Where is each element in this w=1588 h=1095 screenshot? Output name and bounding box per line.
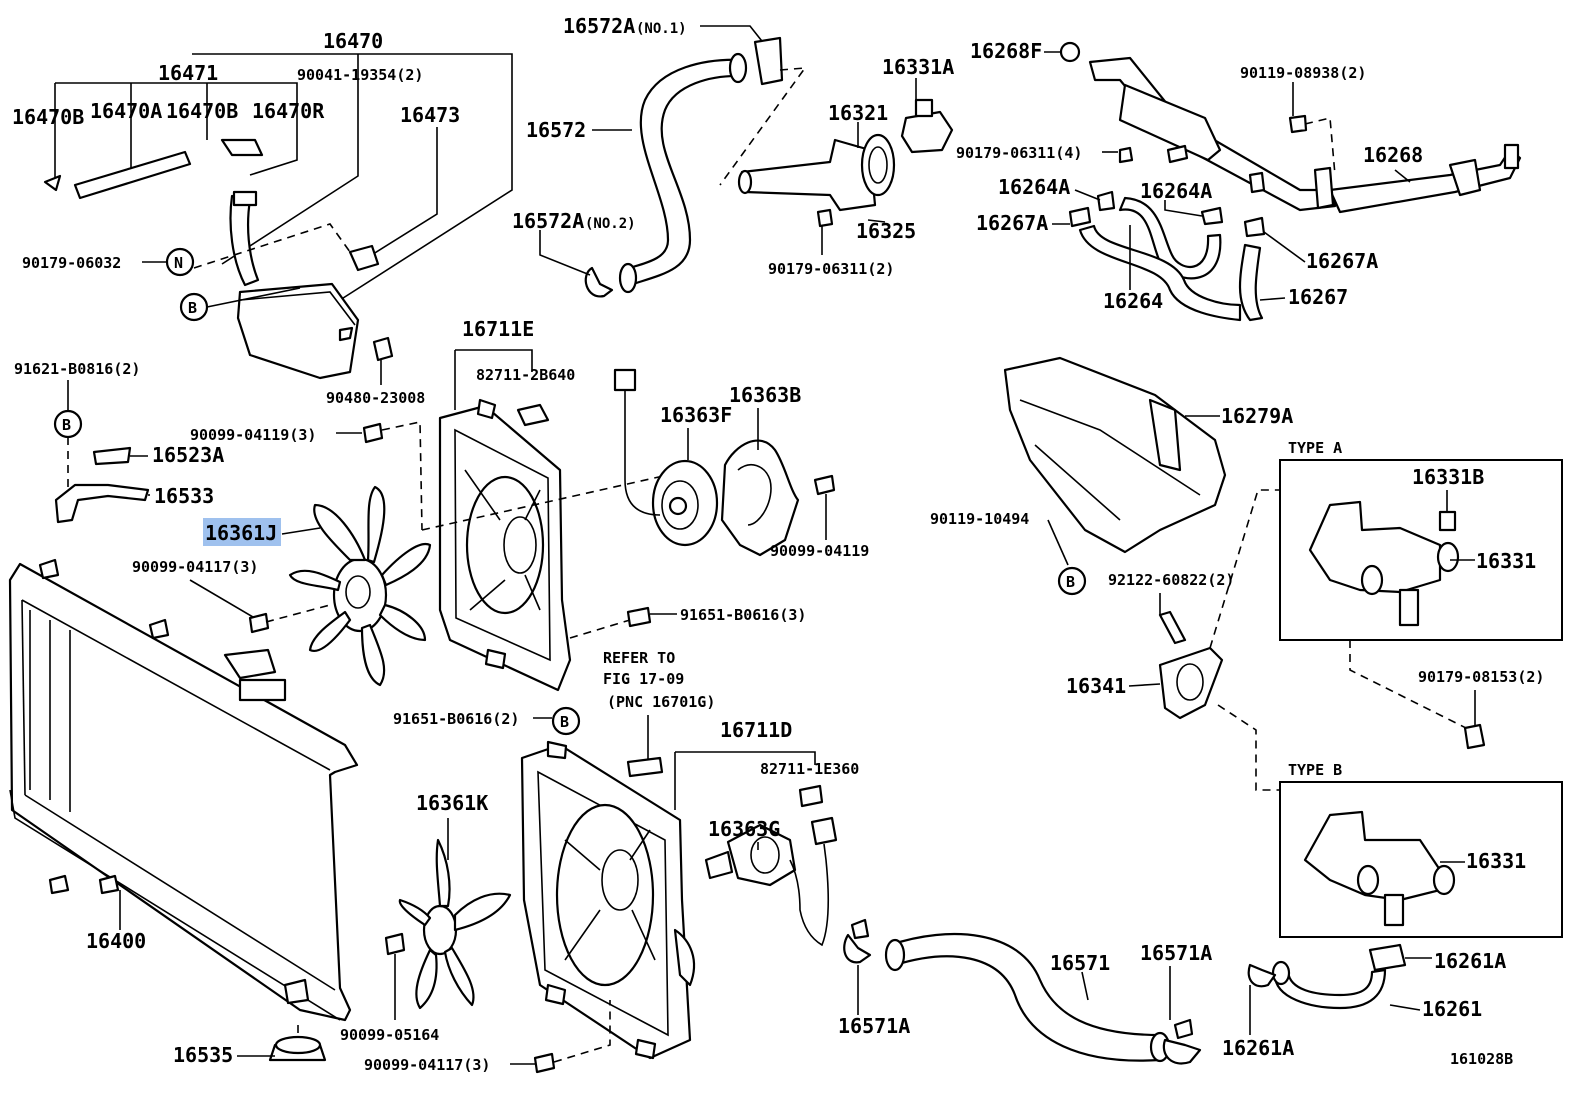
label-16571a-2: 16571A xyxy=(838,1014,910,1038)
motor-16363f xyxy=(613,368,719,547)
label-16361k: 16361K xyxy=(416,791,488,815)
reservoir-group: N B 16470 16471 16470B 16470A 16470B 164… xyxy=(12,29,513,407)
label-16473: 16473 xyxy=(400,103,460,127)
label-90119-08938: 90119-08938(2) xyxy=(1240,64,1366,82)
fan-16361k xyxy=(398,838,512,1010)
label-90099-04119-3: 90099-04119(3) xyxy=(190,426,316,444)
radiator-group: B 91621-B0816(2) 16523A 16533 16400 1653… xyxy=(8,360,359,1067)
label-16711d: 16711D xyxy=(720,718,792,742)
label-16572a-no2-suffix: (NO.2) xyxy=(585,216,636,232)
label-16470b-1: 16470B xyxy=(12,105,84,129)
fan-upper-group: 16361J 90099-04117(3) 16711E 82711-2B640… xyxy=(132,317,869,692)
label-refer-2: FIG 17-09 xyxy=(603,670,684,688)
shroud-16711d xyxy=(520,740,695,1060)
label-16470b-2: 16470B xyxy=(166,99,238,123)
label-16471: 16471 xyxy=(158,61,218,85)
type-b-box xyxy=(1279,781,1563,938)
label-16400: 16400 xyxy=(86,929,146,953)
label-16279a: 16279A xyxy=(1221,404,1293,428)
label-16321: 16321 xyxy=(828,101,888,125)
label-16331-a: 16331 xyxy=(1476,549,1536,573)
label-16523a: 16523A xyxy=(152,443,224,467)
label-16268: 16268 xyxy=(1363,143,1423,167)
figure-id: 161028B xyxy=(1450,1050,1513,1068)
marker-b xyxy=(1057,566,1087,596)
marker-b-label: B xyxy=(62,416,71,434)
label-type-b: TYPE B xyxy=(1288,761,1342,779)
label-91621-b0816: 91621-B0816(2) xyxy=(14,360,140,378)
bypass-pipe-group: 16268F 90119-08938(2) 90179-06311(4) 162… xyxy=(956,39,1522,322)
label-90480-23008: 90480-23008 xyxy=(326,389,425,407)
label-16268f: 16268F xyxy=(970,39,1042,63)
water-inlet-type-a xyxy=(1308,500,1460,627)
label-16711e: 16711E xyxy=(462,317,534,341)
label-82711-2b640: 82711-2B640 xyxy=(476,366,575,384)
marker-b-label: B xyxy=(560,713,569,731)
lower-hose-group: 16571 16571A 16571A 16261A 16261A 16261 … xyxy=(838,918,1513,1068)
motor-16363g xyxy=(704,816,838,947)
label-90041-19354: 90041-19354(2) xyxy=(297,66,423,84)
marker-n-label: N xyxy=(174,254,183,272)
marker-b-label: B xyxy=(188,299,197,317)
label-16261a-1: 16261A xyxy=(1434,949,1506,973)
water-inlet-type-b xyxy=(1303,810,1456,927)
label-16572a-no1-suffix: (NO.1) xyxy=(636,21,687,37)
label-82711-1e360: 82711-1E360 xyxy=(760,760,859,778)
label-16267a-1: 16267A xyxy=(976,211,1048,235)
fan-16361j xyxy=(288,485,432,687)
water-inlet-group: 16279A 90119-10494 B 92122-60822(2) 1634… xyxy=(930,356,1563,938)
label-16533: 16533 xyxy=(154,484,214,508)
label-16572a-no1: 16572A xyxy=(563,14,635,38)
label-92122-60822: 92122-60822(2) xyxy=(1108,571,1234,589)
label-16264a-2: 16264A xyxy=(1140,179,1212,203)
label-16325: 16325 xyxy=(856,219,916,243)
label-90099-05164: 90099-05164 xyxy=(340,1026,439,1044)
label-16264: 16264 xyxy=(1103,289,1163,313)
label-16363b: 16363B xyxy=(729,383,801,407)
label-16363g: 16363G xyxy=(708,817,780,841)
label-90099-04119: 90099-04119 xyxy=(770,542,869,560)
label-90099-04117-b: 90099-04117(3) xyxy=(364,1056,490,1074)
label-90179-08153: 90179-08153(2) xyxy=(1418,668,1544,686)
label-16572: 16572 xyxy=(526,118,586,142)
label-refer-3: (PNC 16701G) xyxy=(607,693,715,711)
label-16535: 16535 xyxy=(173,1043,233,1067)
label-16572a-no2: 16572A xyxy=(512,209,584,233)
shroud-16711e xyxy=(438,398,572,692)
marker-b xyxy=(551,706,581,736)
label-90179-06032: 90179-06032 xyxy=(22,254,121,272)
label-91651-b0616-2: 91651-B0616(2) xyxy=(393,710,519,728)
label-90099-04117-a: 90099-04117(3) xyxy=(132,558,258,576)
label-16470: 16470 xyxy=(323,29,383,53)
label-refer-1: REFER TO xyxy=(603,649,675,667)
label-91651-b0616-3: 91651-B0616(3) xyxy=(680,606,806,624)
label-90179-06311-4: 90179-06311(4) xyxy=(956,144,1082,162)
label-16264a-1: 16264A xyxy=(998,175,1070,199)
label-90119-10494: 90119-10494 xyxy=(930,510,1029,528)
fan-lower-group: REFER TO FIG 17-09 (PNC 16701G) 91651-B0… xyxy=(340,649,859,1074)
label-16331b: 16331B xyxy=(1412,465,1484,489)
label-16331a: 16331A xyxy=(882,55,954,79)
upper-hose-group: 16572A (NO.1) 16572 16572A (NO.2) 16331A… xyxy=(512,14,954,298)
label-16470r: 16470R xyxy=(252,99,325,123)
label-16571a-1: 16571A xyxy=(1140,941,1212,965)
label-90179-06311-2: 90179-06311(2) xyxy=(768,260,894,278)
marker-b-label: B xyxy=(1066,573,1075,591)
label-16571: 16571 xyxy=(1050,951,1110,975)
label-16331-b: 16331 xyxy=(1466,849,1526,873)
label-16261: 16261 xyxy=(1422,997,1482,1021)
label-type-a: TYPE A xyxy=(1288,439,1342,457)
label-16363f: 16363F xyxy=(660,403,732,427)
label-16470a: 16470A xyxy=(90,99,162,123)
highlight-16361j xyxy=(203,518,281,546)
label-16261a-2: 16261A xyxy=(1222,1036,1294,1060)
label-16267: 16267 xyxy=(1288,285,1348,309)
type-a-box xyxy=(1279,459,1563,641)
label-16361j: 16361J xyxy=(205,521,277,545)
label-16267a-2: 16267A xyxy=(1306,249,1378,273)
label-16341: 16341 xyxy=(1066,674,1126,698)
